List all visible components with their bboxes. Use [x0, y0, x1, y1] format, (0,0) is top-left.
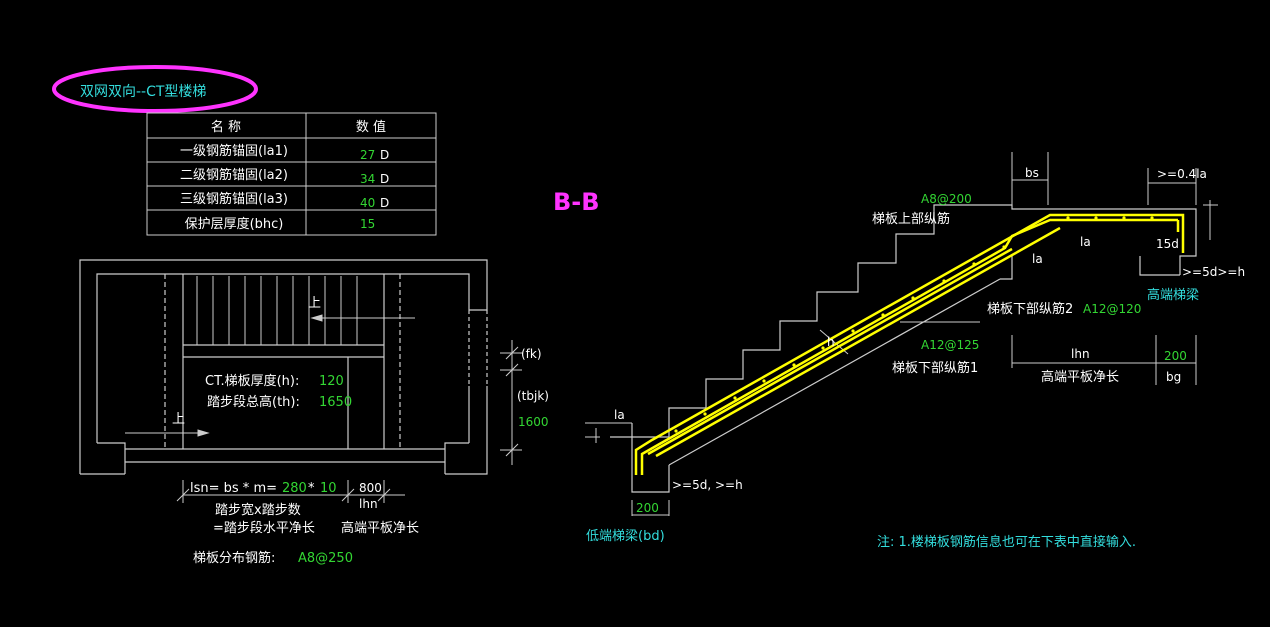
step-width-count-note: 踏步宽x踏步数	[215, 502, 301, 518]
bg-value[interactable]: 200	[1164, 349, 1187, 363]
table-header-value: 数 值	[356, 119, 386, 135]
title-highlight-ellipse	[52, 65, 258, 113]
low-beam-label: 低端梯梁(bd)	[586, 529, 665, 544]
up-arrow-icon	[310, 314, 415, 322]
distribution-value[interactable]: A8@250	[298, 551, 353, 566]
stair-plan-view	[79, 259, 488, 475]
lower-rebar2-label: 梯板下部纵筋2	[987, 301, 1073, 317]
params-table	[146, 112, 437, 236]
hook-15d-label: 15d	[1156, 237, 1179, 251]
table-row-unit: D	[380, 196, 389, 210]
lower-rebar1-value[interactable]: A12@125	[921, 338, 979, 352]
lhn-label: lhn	[359, 497, 378, 511]
high-landing-note: 高端平板净长	[341, 520, 419, 536]
table-header-name: 名 称	[211, 119, 241, 135]
title-text: 双网双向--CT型楼梯	[80, 84, 206, 100]
high-landing-label: 高端平板净长	[1041, 369, 1119, 385]
table-row-value[interactable]: 40	[360, 196, 375, 210]
lhn-value[interactable]: 800	[359, 481, 382, 495]
table-row-unit: D	[380, 172, 389, 186]
table-row-value[interactable]: 27	[360, 148, 375, 162]
stair-section-outline	[610, 204, 1197, 493]
tbjk-value[interactable]: 1600	[518, 415, 549, 429]
fk-label: (fk)	[521, 347, 542, 361]
plan-up-label: 上	[308, 296, 321, 311]
times-sign: *	[308, 481, 315, 496]
height-label: 踏步段总高(th):	[207, 394, 300, 410]
distribution-label: 梯板分布钢筋:	[193, 550, 275, 566]
la-label: la	[1032, 252, 1043, 266]
hook-5d-right-label: >=5d>=h	[1182, 265, 1245, 279]
thickness-label: CT.梯板厚度(h):	[205, 373, 299, 389]
plan-up-label: 上	[172, 412, 185, 427]
lhn-label: lhn	[1071, 347, 1090, 361]
lsn-formula-label: lsn= bs * m=	[190, 481, 277, 496]
table-row-unit: D	[380, 148, 389, 162]
table-row-value[interactable]: 34	[360, 172, 375, 186]
tbjk-label: (tbjk)	[517, 389, 549, 403]
high-beam-label: 高端梯梁	[1147, 287, 1199, 303]
table-row-name: 二级钢筋锚固(la2)	[180, 167, 288, 183]
la-label: la	[614, 408, 625, 422]
bs-label: bs	[1025, 166, 1039, 180]
bd-value[interactable]: 200	[636, 501, 659, 515]
section-label: B-B	[553, 188, 600, 216]
bg-label: bg	[1166, 370, 1181, 384]
thickness-value[interactable]: 120	[319, 374, 344, 389]
la-ratio-label: >=0.4la	[1157, 167, 1207, 181]
plan-tread-lines	[196, 276, 358, 345]
table-row-value[interactable]: 15	[360, 217, 375, 231]
lower-rebar2-value[interactable]: A12@120	[1083, 302, 1141, 316]
plan-side-dimension	[500, 340, 522, 465]
h-label: h	[827, 335, 835, 349]
section-note: 注: 1.楼梯板钢筋信息也可在下表中直接输入.	[877, 534, 1136, 550]
horizontal-length-note: =踏步段水平净长	[213, 521, 315, 536]
hook-5d-left-label: >=5d, >=h	[672, 478, 743, 492]
section-dim-lines	[585, 152, 1218, 516]
rebar-dots	[674, 216, 1154, 433]
rebar-lines	[634, 213, 1185, 475]
table-row-name: 保护层厚度(bhc)	[185, 216, 284, 232]
upper-rebar-value[interactable]: A8@200	[921, 192, 972, 206]
la-label: la	[1080, 235, 1091, 249]
table-row-name: 三级钢筋锚固(la3)	[180, 191, 288, 207]
height-value[interactable]: 1650	[319, 395, 352, 410]
up-arrow-icon	[125, 429, 210, 437]
plan-bottom-dimension	[176, 480, 405, 503]
step-count-value[interactable]: 10	[320, 481, 337, 496]
table-row-name: 一级钢筋锚固(la1)	[180, 143, 288, 159]
upper-rebar-label: 梯板上部纵筋	[872, 211, 950, 227]
step-width-value[interactable]: 280	[282, 481, 307, 496]
lower-rebar1-label: 梯板下部纵筋1	[892, 360, 978, 376]
